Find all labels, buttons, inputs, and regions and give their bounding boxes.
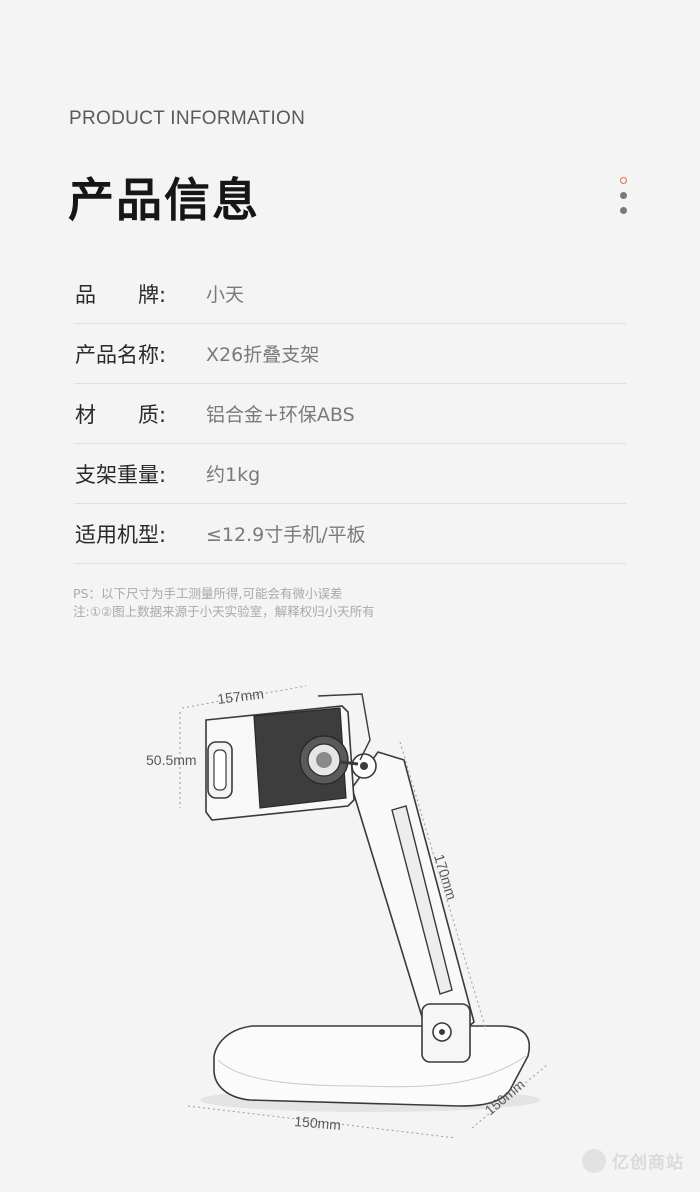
spec-value: 约1kg	[206, 464, 261, 486]
spec-row-brand: 品 牌: 小天	[75, 264, 626, 324]
watermark-logo-icon	[582, 1148, 606, 1173]
dim-holder-height: 50.5mm	[146, 752, 197, 768]
spec-label: 支架重量:	[75, 462, 167, 487]
spec-value: ≤12.9寸手机/平板	[206, 524, 366, 546]
spec-value: X26折叠支架	[206, 344, 320, 366]
watermark-text: 亿创商站	[612, 1153, 684, 1173]
watermark: 亿创商站	[582, 1148, 684, 1173]
spec-row-weight: 支架重量: 约1kg	[75, 444, 626, 504]
spec-value: 小天	[206, 284, 245, 306]
spec-label: 适用机型:	[75, 522, 167, 547]
section-title: 产品信息	[68, 173, 260, 227]
spec-label: 产品名称:	[75, 342, 167, 367]
spec-row-material: 材 质: 铝合金+环保ABS	[75, 384, 626, 444]
dot-icon	[620, 192, 627, 199]
dot-icon	[620, 207, 627, 214]
dot-active-icon	[620, 177, 627, 184]
base-shape	[213, 1025, 531, 1107]
product-diagram: 157mm 50.5mm 170mm 150mm 150mm	[146, 685, 549, 1139]
spec-table: 品 牌: 小天 产品名称: X26折叠支架 材 质: 铝合金+环保ABS 支架重…	[75, 264, 626, 564]
spec-label: 品 牌:	[75, 282, 167, 307]
section-subtitle: PRODUCT INFORMATION	[69, 108, 306, 129]
dim-base-width: 150mm	[294, 1113, 342, 1133]
note-line: PS：以下尺寸为手工测量所得,可能会有微小误差	[73, 586, 343, 601]
spec-row-product-name: 产品名称: X26折叠支架	[75, 324, 626, 384]
spec-label: 材 质:	[75, 402, 167, 427]
spec-row-compatible: 适用机型: ≤12.9寸手机/平板	[75, 504, 626, 564]
spec-value: 铝合金+环保ABS	[206, 404, 355, 426]
note-line: 注:①②图上数据来源于小天实验室，解释权归小天所有	[73, 604, 375, 619]
notes: PS：以下尺寸为手工测量所得,可能会有微小误差 注:①②图上数据来源于小天实验室…	[73, 585, 375, 621]
pagination-dots	[620, 177, 628, 222]
dim-top-width: 157mm	[216, 685, 264, 707]
